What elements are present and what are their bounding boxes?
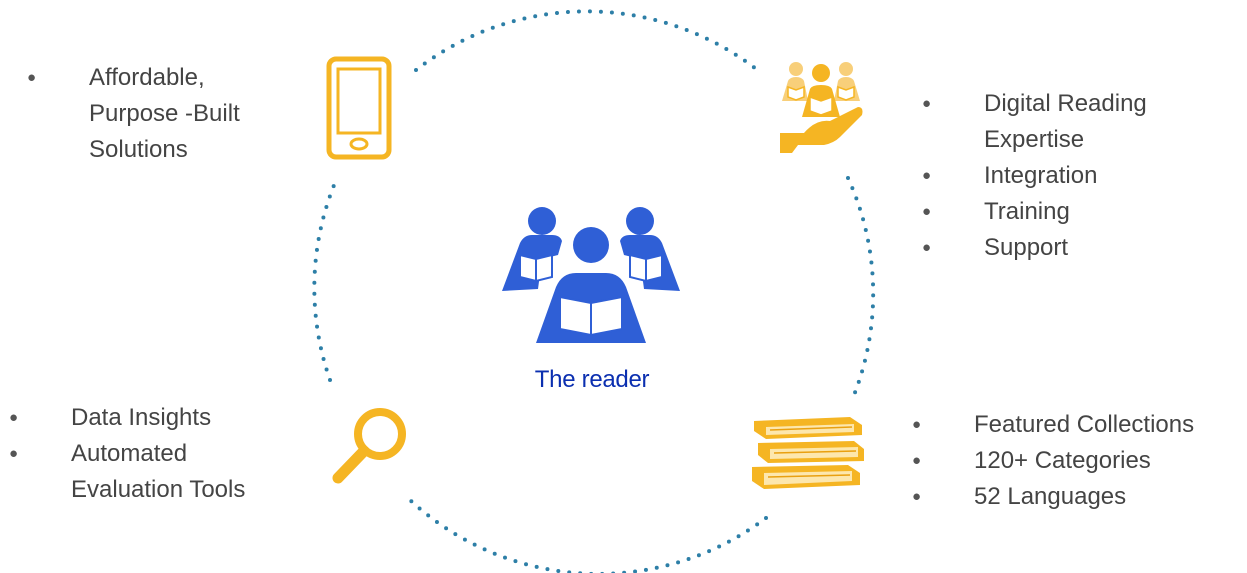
magnifier-icon [330,404,410,486]
list-item: Integration [922,158,1222,194]
book-stack-icon [750,415,866,493]
list-item: Automated Evaluation Tools [9,436,309,508]
bottom-right-list: Featured Collections 120+ Categories 52 … [912,407,1247,515]
list-item: Affordable, Purpose -Built Solutions [27,60,307,168]
list-item: Training [922,194,1222,230]
ring-arc-right [846,176,876,402]
ring-arc-left [312,176,339,382]
hand-holding-readers-icon [778,57,864,157]
ring-arc-bottom [408,498,768,573]
center-label: The reader [534,366,650,393]
list-item: Support [922,230,1222,266]
list-item: 120+ Categories [912,443,1247,479]
top-left-list: Affordable, Purpose -Built Solutions [27,60,307,168]
smartphone-icon [325,55,393,161]
top-right-list: Digital Reading Expertise Integration Tr… [922,86,1222,266]
list-item: Digital Reading Expertise [922,86,1222,158]
list-item: 52 Languages [912,479,1247,515]
list-item: Data Insights [9,400,309,436]
readers-group-icon [498,203,684,349]
bottom-left-list: Data Insights Automated Evaluation Tools [9,400,309,508]
ring-arc-top [414,9,762,74]
list-item: Featured Collections [912,407,1247,443]
